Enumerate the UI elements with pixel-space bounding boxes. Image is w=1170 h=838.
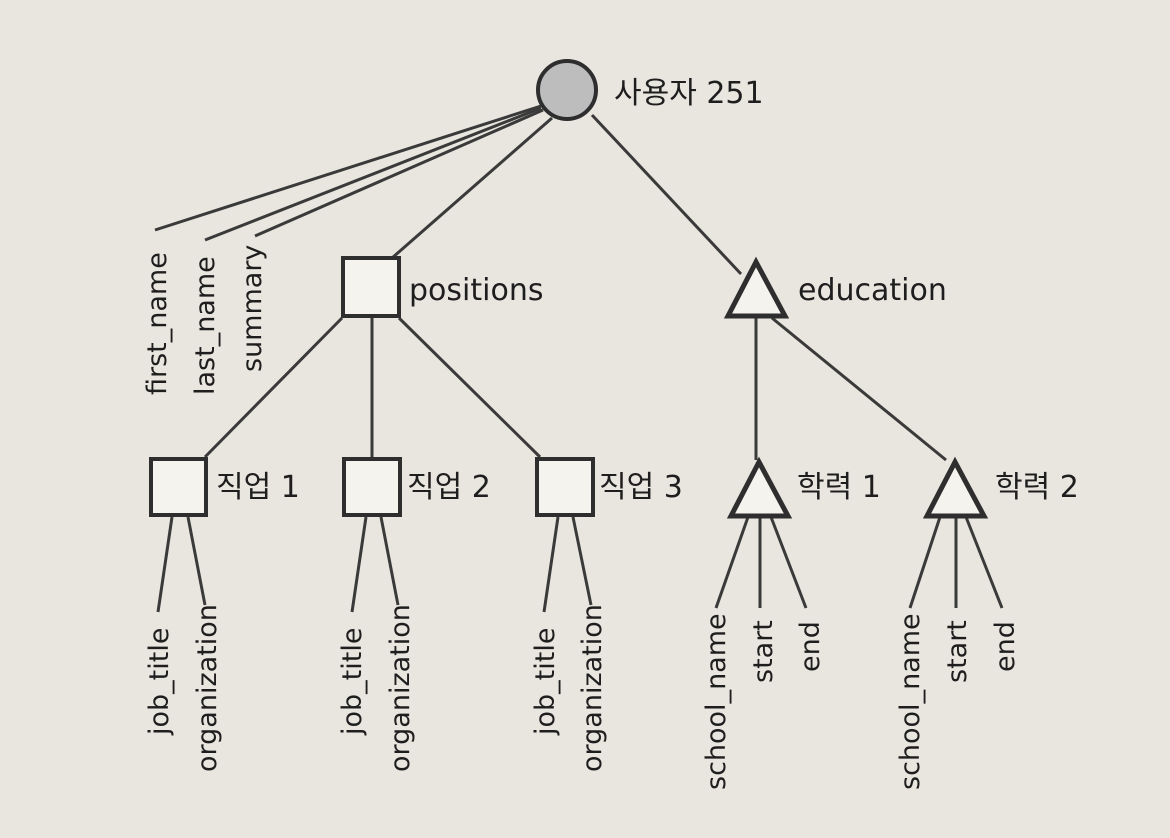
edge-job3-job-title <box>542 516 560 613</box>
edge-job3-organization <box>571 516 593 606</box>
edge-root-summary <box>254 108 544 238</box>
root-field-edges <box>154 104 544 242</box>
field-last-name: last_name <box>190 256 221 395</box>
edge-edu2-school-name <box>908 516 942 609</box>
edge-job1-organization <box>186 516 207 606</box>
job2-field-organization: organization <box>385 604 416 772</box>
job2-node-square <box>342 457 402 517</box>
edge-job1-job-title <box>156 516 174 613</box>
edge-positions-job1 <box>203 316 344 459</box>
edge-positions-job3 <box>397 316 542 459</box>
edu2-field-start: start <box>942 620 973 683</box>
field-first-name: first_name <box>142 252 173 395</box>
edge-root-positions <box>391 116 553 260</box>
edu2-field-end: end <box>990 621 1021 672</box>
job3-field-organization: organization <box>577 604 608 772</box>
root-node-circle <box>536 59 598 121</box>
job1-label: 직업 1 <box>216 470 300 505</box>
edge-edu1-end <box>769 516 808 609</box>
edu1-label: 학력 1 <box>797 470 881 505</box>
education-node-triangle <box>723 256 790 319</box>
job1-field-organization: organization <box>192 604 223 772</box>
edu1-node-triangle <box>726 456 793 519</box>
education-label: education <box>798 273 947 308</box>
edu1-field-school-name: school_name <box>701 613 732 790</box>
edu1-field-end: end <box>795 621 826 672</box>
job1-field-job-title: job_title <box>144 628 175 736</box>
edge-edu1-school-name <box>714 516 750 609</box>
edge-root-last-name <box>204 106 542 242</box>
field-summary: summary <box>237 245 268 372</box>
edge-root-first-name <box>154 104 542 232</box>
edu1-field-start: start <box>748 620 779 683</box>
positions-node-square <box>341 256 401 318</box>
edge-root-education <box>590 113 743 276</box>
job3-label: 직업 3 <box>599 470 683 505</box>
edge-edu2-end <box>964 516 1004 609</box>
edu2-label: 학력 2 <box>995 470 1079 505</box>
job2-label: 직업 2 <box>407 470 491 505</box>
edge-job2-job-title <box>350 516 368 613</box>
job2-field-job-title: job_title <box>337 628 368 736</box>
positions-label: positions <box>409 273 543 308</box>
root-label: 사용자 251 <box>614 76 764 111</box>
edu2-node-triangle <box>922 456 989 519</box>
job1-node-square <box>149 457 208 517</box>
edge-education-edu2 <box>771 316 947 462</box>
job3-node-square <box>535 457 595 517</box>
job3-field-job-title: job_title <box>530 628 561 736</box>
edu2-field-school-name: school_name <box>895 613 926 790</box>
edge-job2-organization <box>379 516 400 606</box>
